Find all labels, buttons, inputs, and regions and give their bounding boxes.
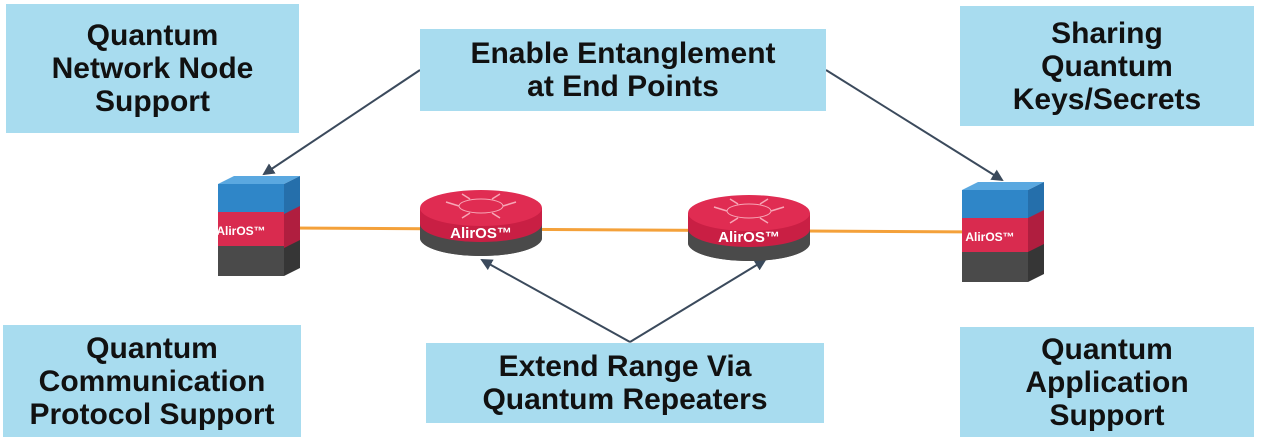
- box-line: at End Points: [527, 70, 719, 103]
- network-node-support-box: Quantum Network Node Support: [6, 4, 299, 133]
- box-line: Quantum: [1041, 49, 1173, 83]
- box-line: Communication: [38, 364, 266, 398]
- arrow-to-right-server: [825, 69, 1004, 182]
- sharing-keys-box: Sharing Quantum Keys/Secrets: [960, 6, 1254, 126]
- link-line: [289, 226, 986, 234]
- box-line: Support: [95, 85, 210, 118]
- box-line: Network Node: [51, 52, 254, 85]
- left-repeater: AlirOS™: [420, 190, 542, 256]
- box-line: Sharing: [1051, 16, 1163, 50]
- left-server: AlirOS™: [216, 176, 300, 276]
- box-line: Support: [1049, 398, 1165, 432]
- box-line: Protocol Support: [29, 397, 275, 431]
- right-repeater: AlirOS™: [688, 195, 810, 261]
- box-line: Quantum: [1041, 332, 1173, 366]
- left-repeater-label: AlirOS™: [450, 225, 512, 242]
- box-line: Quantum: [86, 19, 219, 52]
- box-line: Quantum: [86, 331, 218, 365]
- box-line: Keys/Secrets: [1012, 82, 1202, 116]
- box-line: Enable Entanglement: [470, 37, 776, 70]
- right-repeater-label: AlirOS™: [718, 229, 780, 246]
- right-server: AlirOS™: [962, 182, 1044, 282]
- box-line: Application: [1025, 365, 1189, 399]
- arrow-to-right-repeater: [629, 258, 767, 343]
- arrow-to-left-repeater: [480, 259, 631, 343]
- enable-entanglement-box: Enable Entanglement at End Points: [420, 29, 826, 111]
- box-line: Quantum Repeaters: [482, 383, 768, 416]
- quantum-repeaters-box: Extend Range Via Quantum Repeaters: [426, 343, 824, 423]
- arrow-to-left-server: [262, 69, 421, 176]
- box-line: Extend Range Via: [498, 350, 752, 383]
- right-server-label: AlirOS™: [965, 230, 1014, 244]
- communication-protocol-box: Quantum Communication Protocol Support: [3, 325, 301, 437]
- left-server-label: AlirOS™: [216, 224, 265, 238]
- application-support-box: Quantum Application Support: [960, 327, 1254, 437]
